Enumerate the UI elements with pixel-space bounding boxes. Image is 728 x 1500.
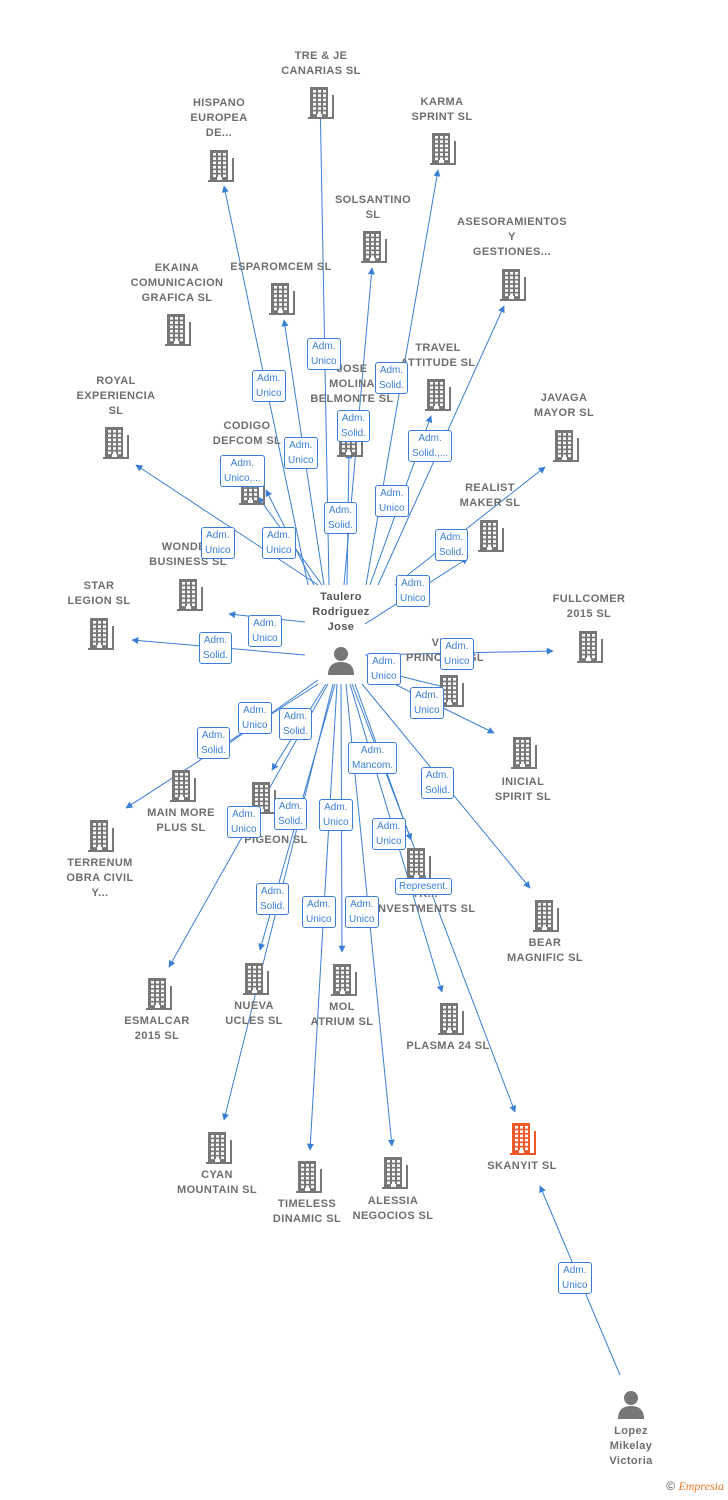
company-label-esmalcar[interactable]: ESMALCAR 2015 SL (124, 1015, 190, 1042)
building-icon[interactable] (101, 425, 131, 464)
building-icon[interactable] (294, 1159, 324, 1198)
relation-badge[interactable]: Adm. Unico (302, 896, 336, 928)
building-icon[interactable] (551, 428, 581, 467)
building-icon[interactable] (204, 1130, 234, 1169)
person-label-lopez[interactable]: Lopez Mikelay Victoria (609, 1425, 653, 1467)
relation-badge[interactable]: Adm. Unico (319, 799, 353, 831)
company-label-inicial[interactable]: INICIAL SPIRIT SL (494, 776, 552, 803)
relation-badge[interactable]: Adm. Unico (396, 575, 430, 607)
building-icon[interactable] (403, 846, 433, 885)
edge-taulero-javaga (394, 466, 546, 586)
relation-badge[interactable]: Adm. Solid. (279, 708, 313, 740)
building-icon[interactable] (359, 229, 389, 268)
company-label-royal[interactable]: ROYAL EXPERIENCIA SL (76, 375, 156, 417)
company-label-jose[interactable]: JOSE MOLINA BELMONTE SL (310, 363, 394, 405)
relation-badge[interactable]: Adm. Unico (227, 806, 261, 838)
relation-badge[interactable]: Adm. Unico (375, 485, 409, 517)
relation-badge[interactable]: Adm. Unico (307, 338, 341, 370)
relation-badge[interactable]: Adm. Unico (252, 370, 286, 402)
relation-badge[interactable]: Adm. Unico (410, 687, 444, 719)
building-icon[interactable] (575, 629, 605, 668)
building-icon[interactable] (267, 281, 297, 320)
copyright: © Empresia (666, 1479, 724, 1494)
building-icon[interactable] (206, 148, 236, 187)
company-label-trejecanarias[interactable]: TRE & JE CANARIAS SL (281, 50, 361, 77)
building-icon[interactable] (436, 1001, 466, 1040)
building-icon[interactable] (306, 85, 336, 124)
company-label-fullcomer[interactable]: FULLCOMER 2015 SL (552, 593, 626, 620)
company-label-mol[interactable]: MOL ATRIUM SL (310, 1001, 374, 1028)
relation-badge[interactable]: Adm. Unico (238, 702, 272, 734)
building-icon[interactable] (86, 616, 116, 655)
building-icon[interactable] (144, 976, 174, 1015)
company-label-star[interactable]: STAR LEGION SL (67, 580, 131, 607)
company-label-mainmore[interactable]: MAIN MORE PLUS SL (147, 807, 215, 834)
company-label-karma[interactable]: KARMA SPRINT SL (411, 96, 473, 123)
copyright-symbol: © (666, 1479, 676, 1493)
relation-badge[interactable]: Adm. Unico (345, 896, 379, 928)
relation-badge[interactable]: Adm. Unico (372, 818, 406, 850)
relation-badge[interactable]: Adm. Mancom. (348, 742, 398, 774)
relation-badge[interactable]: Adm. Unico (262, 527, 296, 559)
relation-badge[interactable]: Adm. Solid. (421, 767, 455, 799)
building-icon[interactable] (175, 577, 205, 616)
company-label-nueva[interactable]: NUEVA UCLES SL (225, 1000, 283, 1027)
company-label-esparomcem[interactable]: ESPAROMCEM SL (230, 261, 332, 273)
relation-badge[interactable]: Adm. Solid.,... (408, 430, 453, 462)
company-label-hispano[interactable]: HISPANO EUROPEA DE... (190, 97, 248, 139)
company-label-asesoramientos[interactable]: ASESORAMIENTOS Y GESTIONES... (457, 216, 567, 258)
relation-badge[interactable]: Adm. Unico,... (220, 455, 265, 487)
company-label-javaga[interactable]: JAVAGA MAYOR SL (533, 392, 595, 419)
person-icon[interactable] (616, 1389, 646, 1424)
company-label-timeless[interactable]: TIMELESS DINAMIC SL (272, 1198, 342, 1225)
relation-badge[interactable]: Adm. Unico (248, 615, 282, 647)
company-label-plasma[interactable]: PLASMA 24 SL (406, 1040, 490, 1052)
relation-badge[interactable]: Adm. Solid. (274, 798, 308, 830)
relation-badge[interactable]: Represent. (395, 878, 452, 895)
building-icon[interactable] (423, 377, 453, 416)
relation-badge[interactable]: Adm. Solid. (256, 883, 290, 915)
building-icon[interactable] (476, 518, 506, 557)
company-label-ekaina[interactable]: EKAINA COMUNICACION GRAFICA SL (130, 262, 224, 304)
relation-badge[interactable]: Adm. Unico (367, 653, 401, 685)
relation-badge[interactable]: Adm. Solid. (197, 727, 231, 759)
person-label-taulero[interactable]: Taulero Rodriguez Jose (312, 591, 370, 633)
relation-badge[interactable]: Adm. Unico (558, 1262, 592, 1294)
company-label-travel[interactable]: TRAVEL ATTITUDE SL (400, 342, 476, 369)
building-icon[interactable] (168, 768, 198, 807)
company-label-skanyit[interactable]: SKANYIT SL (487, 1160, 557, 1172)
relation-badge[interactable]: Adm. Solid. (199, 632, 233, 664)
building-icon[interactable] (329, 962, 359, 1001)
relation-badge[interactable]: Adm. Solid. (435, 529, 469, 561)
relation-badge[interactable]: Adm. Solid. (375, 362, 409, 394)
building-icon[interactable] (509, 735, 539, 774)
building-icon[interactable] (498, 267, 528, 306)
company-label-alessia[interactable]: ALESSIA NEGOCIOS SL (352, 1195, 434, 1222)
relation-badge[interactable]: Adm. Unico (440, 638, 474, 670)
company-label-realist[interactable]: REALIST MAKER SL (459, 482, 521, 509)
building-icon[interactable] (241, 961, 271, 1000)
company-label-wonder[interactable]: WONDER BUSINESS SL (149, 541, 227, 568)
relation-badge[interactable]: Adm. Unico (284, 437, 318, 469)
person-icon[interactable] (326, 645, 356, 680)
building-icon[interactable] (163, 312, 193, 351)
building-icon[interactable] (380, 1155, 410, 1194)
relation-badge[interactable]: Adm. Solid. (337, 410, 371, 442)
building-icon[interactable] (86, 818, 116, 857)
company-label-solsantino[interactable]: SOLSANTINO SL (334, 194, 412, 221)
company-label-terrenum[interactable]: TERRENUM OBRA CIVIL Y... (66, 857, 134, 899)
relation-badge[interactable]: Adm. Unico (201, 527, 235, 559)
edge-taulero-royal (135, 464, 319, 586)
company-label-codigo[interactable]: CODIGO DEFCOM SL (212, 420, 282, 447)
building-icon[interactable] (508, 1121, 538, 1160)
building-icon[interactable] (531, 898, 561, 937)
building-icon[interactable] (428, 131, 458, 170)
brand-logo[interactable]: Empresia (678, 1479, 724, 1493)
relation-badge[interactable]: Adm. Solid. (324, 502, 358, 534)
company-label-cyan[interactable]: CYAN MOUNTAIN SL (177, 1169, 257, 1196)
company-label-bear[interactable]: BEAR MAGNIFIC SL (507, 937, 583, 964)
building-icon[interactable] (436, 673, 466, 712)
